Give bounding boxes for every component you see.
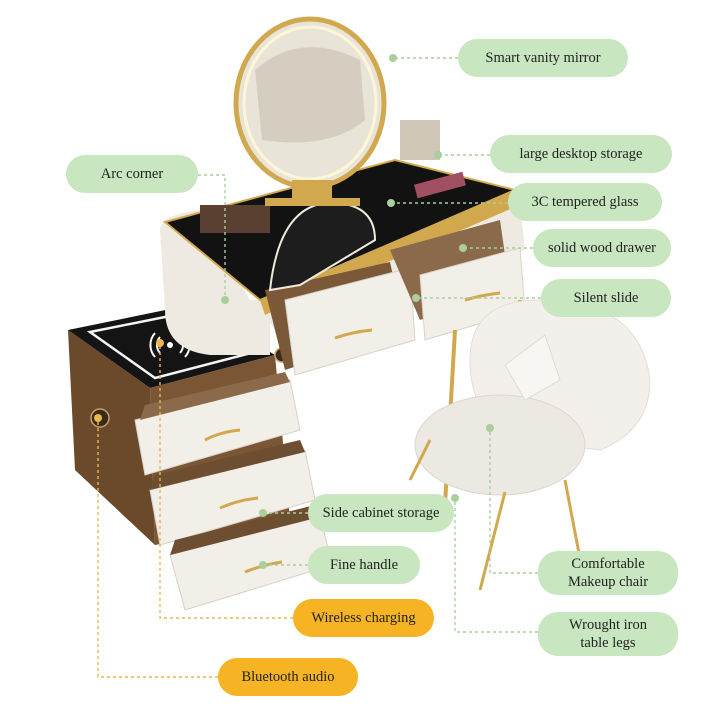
leader-lines bbox=[94, 54, 541, 678]
vanity-desk bbox=[160, 120, 526, 506]
label-smart-vanity-mirror: Smart vanity mirror bbox=[458, 39, 628, 77]
label-arc-corner: Arc corner bbox=[66, 155, 198, 193]
label-wrought-iron-table-legs: Wrought iron table legs bbox=[538, 612, 678, 656]
label-side-cabinet-storage: Side cabinet storage bbox=[308, 494, 454, 532]
label-solid-wood-drawer: solid wood drawer bbox=[533, 229, 671, 267]
side-cabinet bbox=[68, 305, 333, 611]
label-large-desktop-storage: large desktop storage bbox=[490, 135, 672, 173]
label-silent-slide: Silent slide bbox=[541, 279, 671, 317]
vanity-mirror bbox=[233, 16, 387, 206]
label-wireless-charging: Wireless charging bbox=[293, 599, 434, 637]
label-3c-tempered-glass: 3C tempered glass bbox=[508, 183, 662, 221]
label-bluetooth-audio: Bluetooth audio bbox=[218, 658, 358, 696]
label-fine-handle: Fine handle bbox=[308, 546, 420, 584]
drawer-handle bbox=[204, 428, 241, 442]
makeup-chair bbox=[408, 299, 651, 591]
label-comfortable-makeup-chair: Comfortable Makeup chair bbox=[538, 551, 678, 595]
side-drawers bbox=[134, 372, 333, 611]
